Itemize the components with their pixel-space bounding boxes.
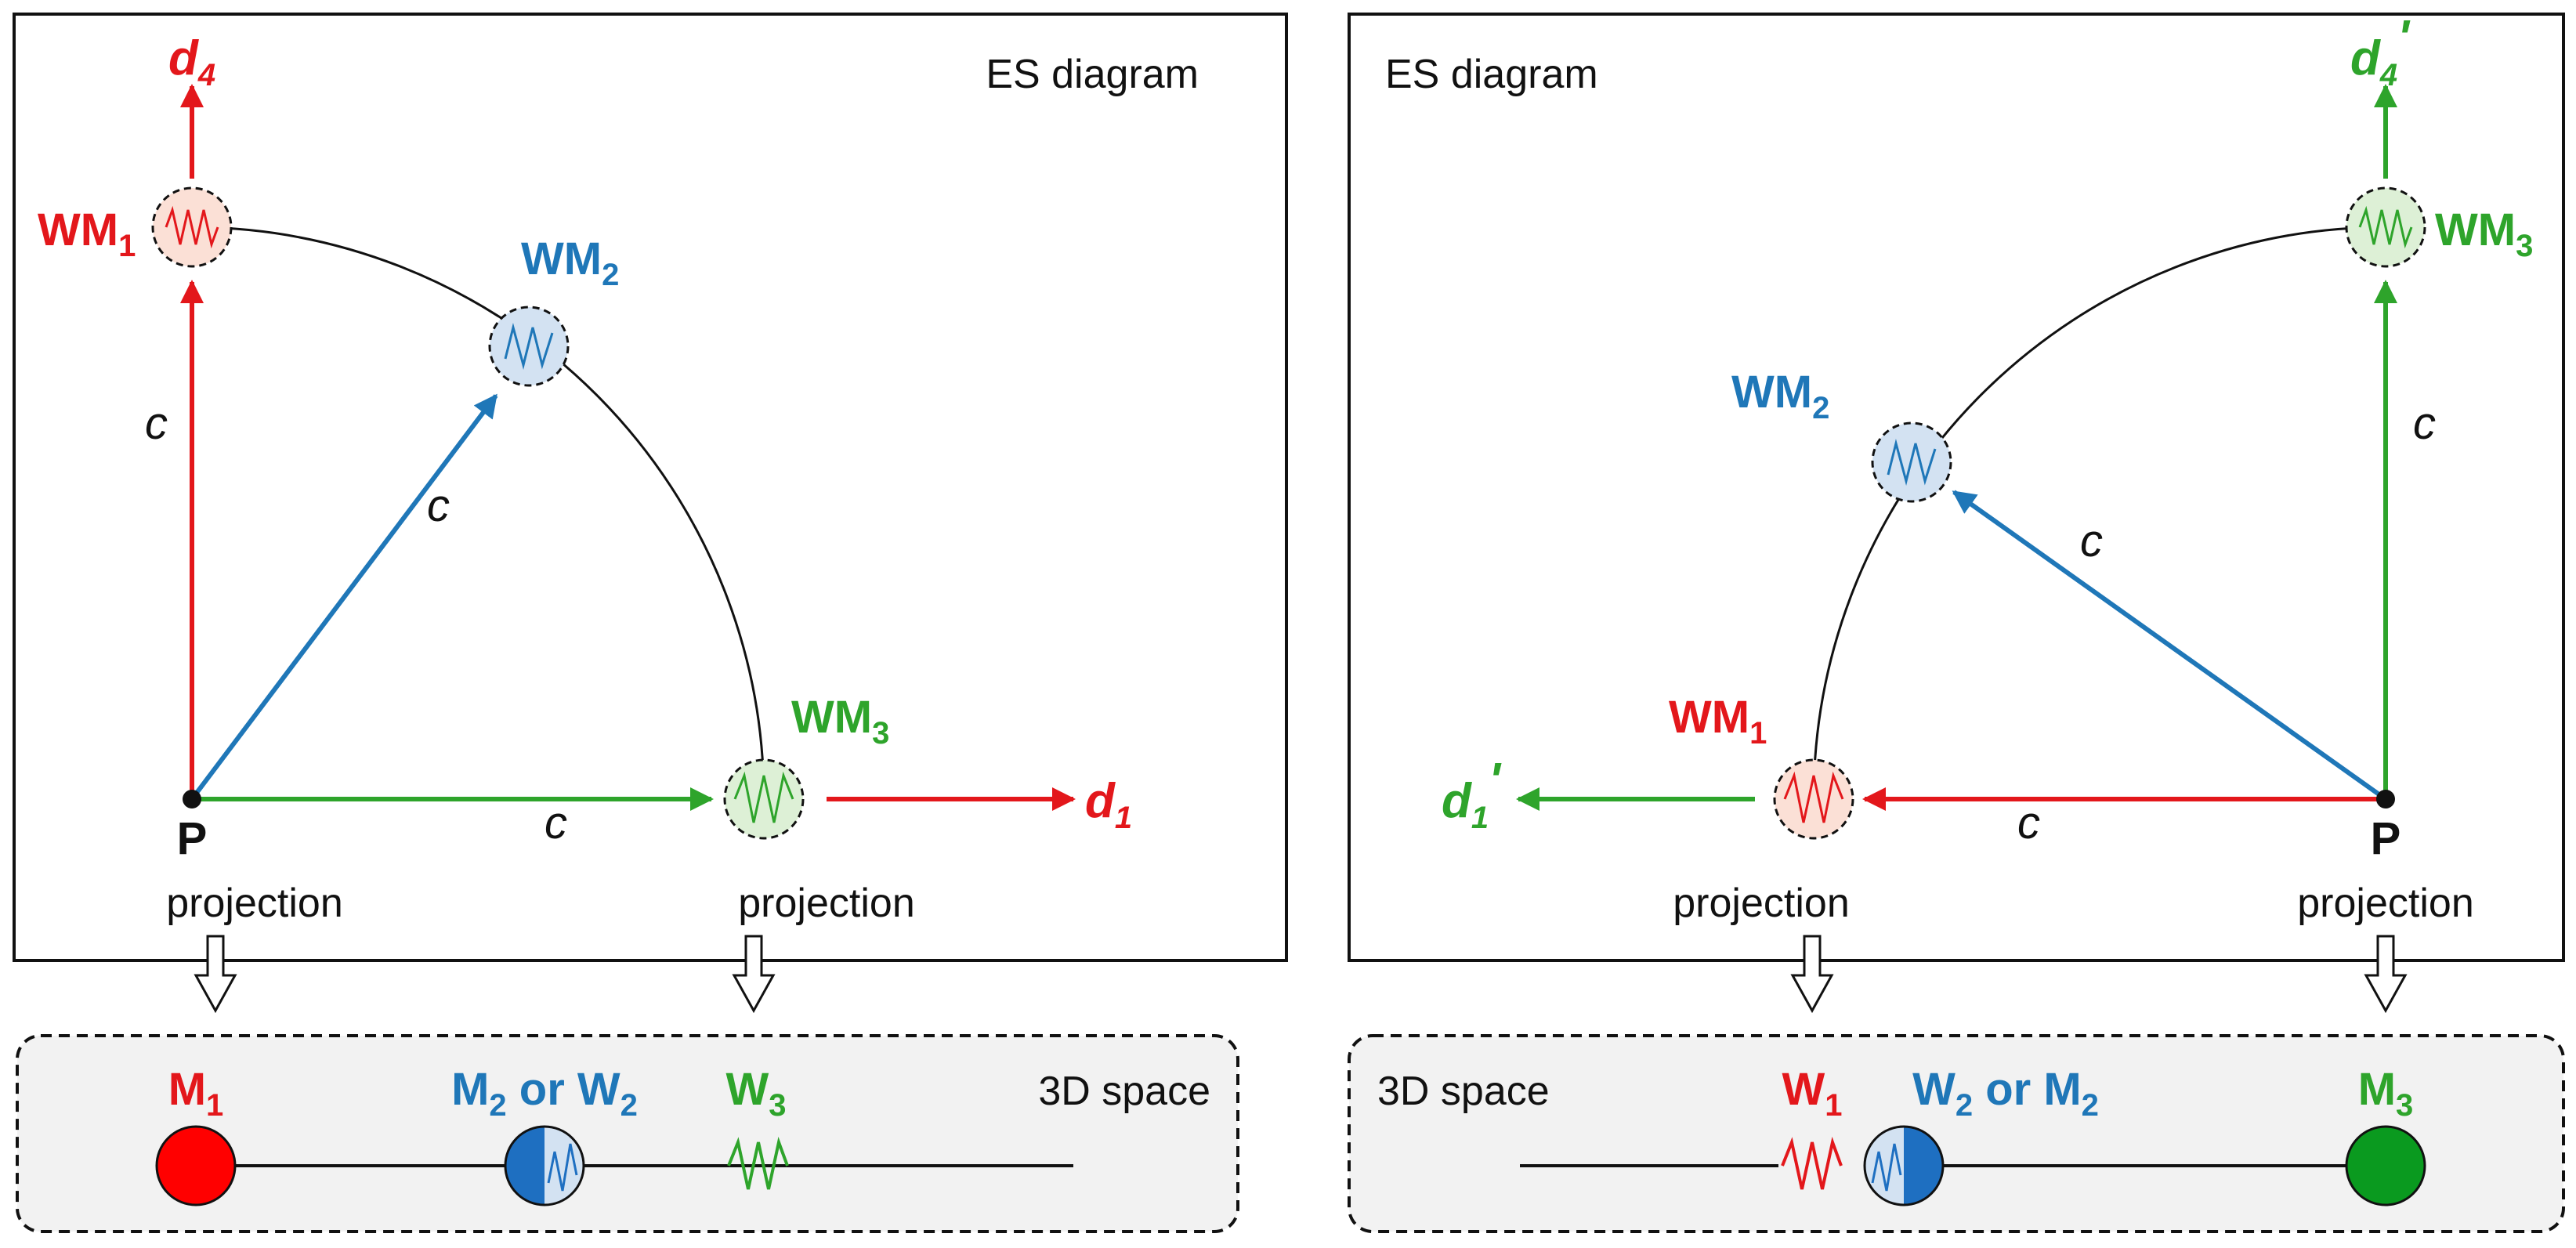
right-3d-space-panel: 3D space W1 W2 or M2 M3: [1348, 1034, 2565, 1233]
left-m1-particle: [155, 1125, 237, 1206]
left-wm3-node: [723, 758, 805, 840]
left-wm3-wave-icon: [733, 771, 794, 823]
left-wm2-label: WM2: [521, 233, 619, 292]
left-wm2-node: [488, 306, 570, 387]
left-wm1-node: [151, 186, 233, 268]
left-m2w2-wave-icon: [547, 1143, 578, 1192]
left-m1-label: M1: [168, 1064, 224, 1123]
right-es-panel: ES diagram P WM3 WM2 WM1 d4': [1348, 11, 2565, 962]
right-point-p: [2376, 790, 2395, 808]
right-vector-diagonal: [1952, 490, 2387, 801]
left-w3-label: W3: [726, 1064, 787, 1123]
left-wm1-label: WM1: [38, 204, 136, 263]
left-vector-diagonal: [190, 393, 498, 801]
left-projection-arrows: [194, 935, 776, 1014]
right-3d-space-label: 3D space: [1377, 1069, 1550, 1114]
left-3d-space-frame: [16, 1034, 1239, 1233]
left-point-p: [183, 790, 201, 808]
right-m3-label: M3: [2358, 1064, 2414, 1123]
right-projection-label-2: projection: [2297, 881, 2473, 926]
left-projection-arrow-1-icon: [194, 935, 237, 1014]
right-w2m2-wave-icon: [1871, 1143, 1902, 1192]
right-c-diagonal: c: [2080, 515, 2103, 566]
left-c-diagonal: c: [427, 480, 450, 531]
left-3d-space-label: 3D space: [1038, 1069, 1210, 1114]
right-w1-wave-icon: [1781, 1136, 1843, 1190]
left-projection-arrow-2-icon: [732, 935, 776, 1014]
right-w2m2-label: W2 or M2: [1912, 1064, 2099, 1123]
right-wm1-node: [1773, 758, 1854, 840]
right-wm3-label: WM3: [2435, 204, 2533, 263]
right-point-p-label: P: [2371, 813, 2401, 864]
right-wm3-node: [2345, 186, 2426, 268]
right-wm3-wave-icon: [2358, 205, 2413, 249]
left-projection-label-1: projection: [166, 881, 342, 926]
right-3d-space-frame: [1348, 1034, 2565, 1233]
right-projection-label-1: projection: [1673, 881, 1849, 926]
left-axis-d4-label: d4: [168, 31, 215, 92]
left-wm3-label: WM3: [791, 692, 889, 751]
left-m2w2-label: M2 or W2: [451, 1064, 638, 1123]
right-axis-d1-label: d1': [1442, 754, 1502, 835]
right-projection-arrow-1-icon: [1790, 935, 1834, 1014]
right-es-frame: [1348, 13, 2565, 962]
left-axis-d1-label: d1: [1085, 774, 1132, 835]
right-arc: [1812, 226, 2386, 800]
right-es-title: ES diagram: [1385, 52, 1598, 97]
right-wm2-wave-icon: [1887, 439, 1937, 486]
left-es-title: ES diagram: [986, 52, 1199, 97]
left-point-p-label: P: [177, 813, 208, 864]
left-wm2-wave-icon: [504, 323, 554, 370]
left-m2w2-particle: [504, 1125, 585, 1206]
left-projection-label-2: projection: [738, 881, 914, 926]
left-3d-space-panel: 3D space M1 M2 or W2 W3: [16, 1034, 1239, 1233]
right-wm1-label: WM1: [1669, 692, 1767, 751]
right-m3-particle: [2345, 1125, 2426, 1206]
right-axis-d4-label: d4': [2350, 11, 2411, 92]
right-w2m2-particle: [1863, 1125, 1945, 1206]
right-w1-label: W1: [1782, 1064, 1843, 1123]
right-wm2-node: [1871, 421, 1952, 503]
left-es-panel: ES diagram P WM1 WM2 WM3 d4: [13, 13, 1288, 962]
right-c-vertical: c: [2413, 398, 2436, 449]
left-w3-wave-icon: [727, 1136, 789, 1190]
right-wm2-label: WM2: [1731, 367, 1829, 425]
right-wm1-wave-icon: [1783, 771, 1844, 823]
right-projection-arrows: [1790, 935, 2408, 1014]
left-c-horizontal: c: [545, 798, 567, 848]
left-arc: [191, 226, 765, 800]
right-c-horizontal: c: [2017, 798, 2040, 848]
left-c-vertical: c: [145, 398, 168, 449]
left-wm1-wave-icon: [165, 205, 219, 249]
right-projection-arrow-2-icon: [2364, 935, 2408, 1014]
